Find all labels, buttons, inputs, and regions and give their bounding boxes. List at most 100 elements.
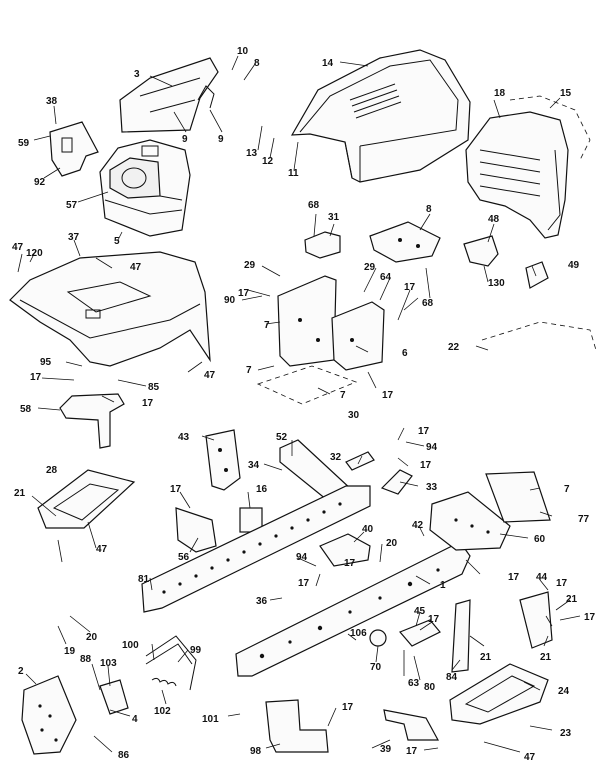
callout-19: 19 xyxy=(64,646,76,657)
callout-47: 47 xyxy=(130,262,142,273)
part-footrest-28 xyxy=(37,469,136,529)
callout-68: 68 xyxy=(422,298,434,309)
callout-17: 17 xyxy=(142,398,154,409)
callout-47: 47 xyxy=(204,370,216,381)
callout-29: 29 xyxy=(364,262,376,273)
callout-42: 42 xyxy=(412,520,424,531)
part-seat-bracket xyxy=(59,393,125,449)
callout-44: 44 xyxy=(536,572,548,583)
callout-64: 64 xyxy=(380,272,392,283)
part-bracket-103 xyxy=(99,679,129,715)
callout-88: 88 xyxy=(80,654,92,665)
callout-17: 17 xyxy=(584,612,596,623)
callout-21: 21 xyxy=(14,488,26,499)
callout-17: 17 xyxy=(342,702,354,713)
part-bracket-32 xyxy=(345,451,375,471)
part-pivot-45 xyxy=(398,619,441,647)
callout-17: 17 xyxy=(428,614,440,625)
callout-17: 17 xyxy=(238,288,250,299)
part-bracket-44 xyxy=(519,591,553,649)
part-bracket-31 xyxy=(304,231,341,259)
callout-11: 11 xyxy=(288,168,299,179)
part-hood xyxy=(290,49,471,183)
hood-grille-vents xyxy=(349,83,402,119)
part-spring-102 xyxy=(151,677,177,687)
part-plate-8 xyxy=(369,221,441,263)
callout-80: 80 xyxy=(424,682,436,693)
callout-94: 94 xyxy=(426,442,438,453)
part-frame-rail-left xyxy=(141,485,371,613)
callout-81: 81 xyxy=(138,574,150,585)
callout-28: 28 xyxy=(46,465,58,476)
callout-34: 34 xyxy=(248,460,260,471)
callout-17: 17 xyxy=(382,390,394,401)
part-footrest-24 xyxy=(449,663,549,725)
part-bracket-56 xyxy=(175,507,217,553)
part-bracket-43 xyxy=(205,429,241,491)
callout-70: 70 xyxy=(370,662,382,673)
callout-68: 68 xyxy=(308,200,320,211)
callout-4: 4 xyxy=(132,714,138,725)
part-seat-plate xyxy=(277,275,337,367)
callout-7: 7 xyxy=(340,390,346,401)
part-bracket-48 xyxy=(463,235,499,267)
callout-37: 37 xyxy=(68,232,80,243)
callout-21: 21 xyxy=(566,594,578,605)
callout-23: 23 xyxy=(560,728,572,739)
callout-20: 20 xyxy=(386,538,398,549)
callout-1: 1 xyxy=(440,580,446,591)
callout-58: 58 xyxy=(20,404,32,415)
callout-101: 101 xyxy=(202,714,219,725)
callout-12: 12 xyxy=(262,156,274,167)
callout-17: 17 xyxy=(344,558,356,569)
callout-17: 17 xyxy=(508,572,520,583)
callout-43: 43 xyxy=(178,432,190,443)
part-bracket-49 xyxy=(525,261,549,289)
part-fender-pan xyxy=(9,251,211,367)
part-link-33 xyxy=(380,469,413,495)
callout-14: 14 xyxy=(322,58,334,69)
part-bracket-40 xyxy=(319,533,371,567)
callout-85: 85 xyxy=(148,382,160,393)
callout-94: 94 xyxy=(296,552,308,563)
callout-86: 86 xyxy=(118,750,130,761)
callout-39: 39 xyxy=(380,744,392,755)
callout-63: 63 xyxy=(408,678,420,689)
callout-7: 7 xyxy=(264,320,270,331)
callout-52: 52 xyxy=(276,432,288,443)
callout-17: 17 xyxy=(556,578,568,589)
part-bracket-39 xyxy=(383,709,440,741)
callout-59: 59 xyxy=(18,138,30,149)
callout-32: 32 xyxy=(330,452,342,463)
callout-95: 95 xyxy=(40,357,52,368)
part-dash-panel xyxy=(119,57,219,133)
callout-106: 106 xyxy=(350,628,367,639)
callout-40: 40 xyxy=(362,524,374,535)
callout-49: 49 xyxy=(568,260,580,271)
part-seat-pan-6 xyxy=(331,301,385,371)
callout-103: 103 xyxy=(100,658,117,669)
callout-77: 77 xyxy=(578,514,590,525)
callout-90: 90 xyxy=(224,295,236,306)
callout-17: 17 xyxy=(298,578,310,589)
callout-47: 47 xyxy=(96,544,108,555)
callout-17: 17 xyxy=(404,282,416,293)
callout-57: 57 xyxy=(66,200,78,211)
part-plate-77 xyxy=(485,471,551,523)
callout-3: 3 xyxy=(134,69,140,80)
part-front-bracket xyxy=(429,491,511,551)
callout-24: 24 xyxy=(558,686,570,697)
part-arm-84 xyxy=(451,599,471,673)
callout-9: 9 xyxy=(182,134,188,145)
callout-7: 7 xyxy=(246,365,252,376)
callout-8: 8 xyxy=(426,204,432,215)
callout-13: 13 xyxy=(246,148,258,159)
callout-9: 9 xyxy=(218,134,224,145)
part-panel-92 xyxy=(49,121,99,177)
callout-29: 29 xyxy=(244,260,256,271)
callout-45: 45 xyxy=(414,606,426,617)
callout-36: 36 xyxy=(256,596,268,607)
callout-20: 20 xyxy=(86,632,98,643)
